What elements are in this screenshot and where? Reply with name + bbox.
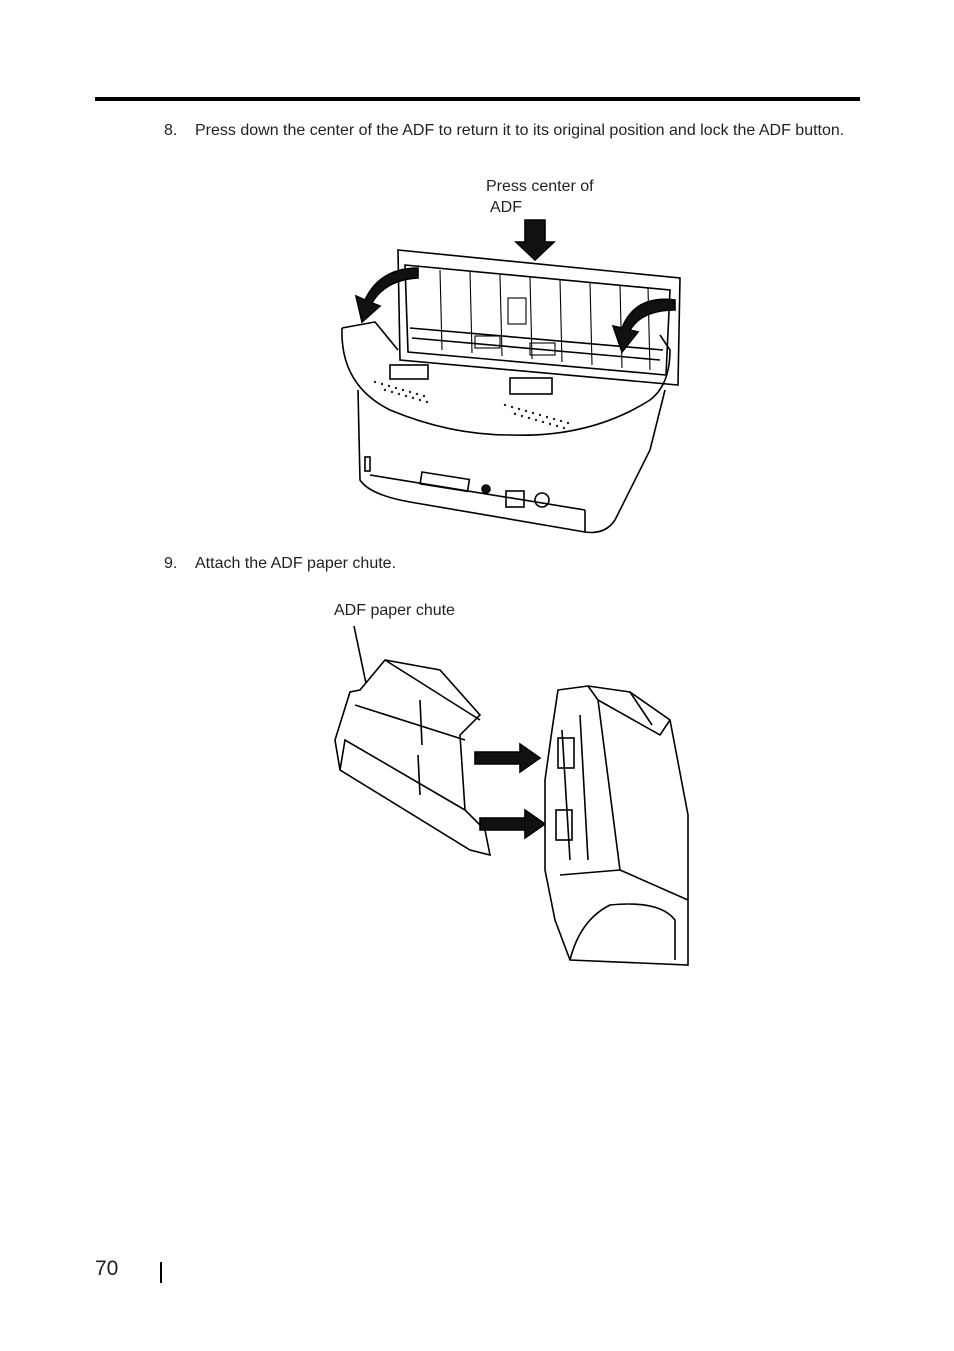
press-center-callout-line1: Press center of — [486, 178, 594, 195]
step-9-text: Attach the ADF paper chute. — [195, 555, 397, 572]
step-8-number: 8. — [164, 122, 178, 139]
press-center-callout: Press center of ADF — [486, 176, 594, 218]
paper-chute-illustration — [334, 625, 689, 966]
curved-arrow-left-icon — [354, 267, 419, 324]
press-center-callout-line2: ADF — [490, 199, 522, 216]
scanner-side-shape — [544, 685, 689, 966]
scanner-adf-illustration — [341, 219, 681, 534]
paper-chute-shape — [334, 659, 492, 857]
insert-arrow-lower-icon — [479, 808, 547, 840]
curved-arrow-right-icon — [611, 298, 676, 354]
step-9-number: 9. — [164, 555, 178, 572]
press-down-arrow-icon — [513, 219, 557, 262]
paper-chute-callout: ADF paper chute — [334, 602, 455, 619]
page-number: 70 — [95, 1257, 119, 1280]
step-8-text: Press down the center of the ADF to retu… — [195, 122, 845, 139]
footer-divider — [160, 1262, 162, 1283]
insert-arrow-upper-icon — [474, 742, 542, 774]
header-rule — [95, 97, 860, 101]
